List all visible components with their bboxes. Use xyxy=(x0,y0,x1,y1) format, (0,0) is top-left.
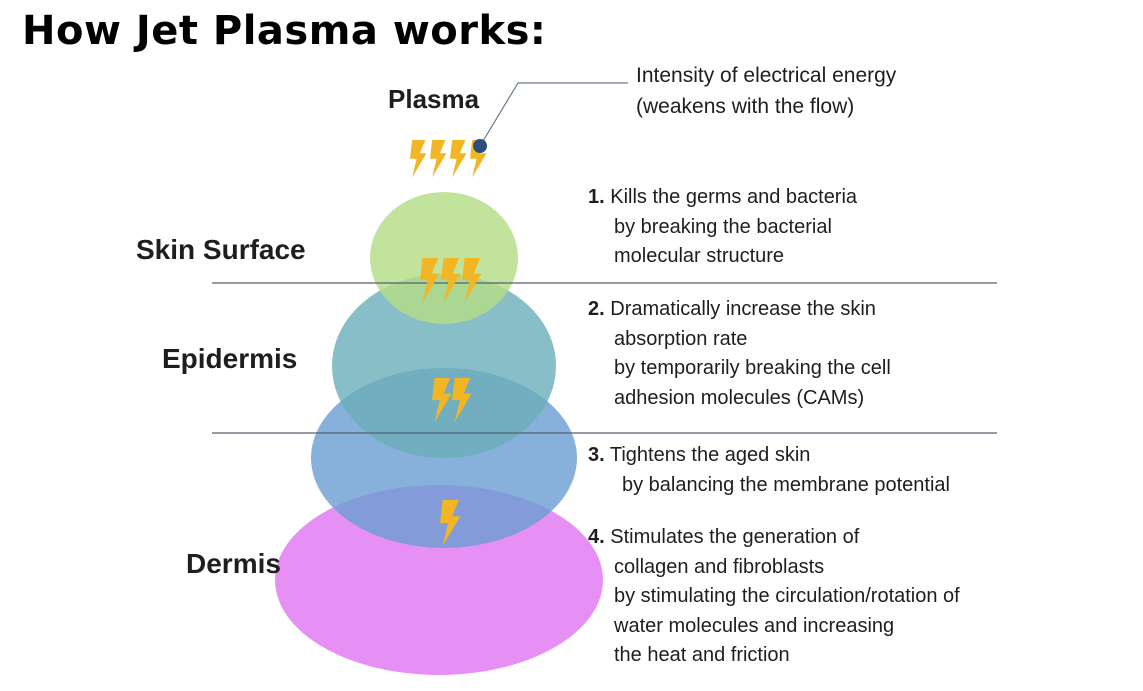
effect-line: adhesion molecules (CAMs) xyxy=(614,386,865,409)
effect-number: 2. xyxy=(588,298,605,320)
effect-line: absorption rate xyxy=(614,327,748,350)
effect-line: Tightens the aged skin xyxy=(609,444,811,466)
effect-number: 4. xyxy=(588,526,605,548)
effect-line: water molecules and increasing xyxy=(614,614,895,637)
label-dermis: Dermis xyxy=(186,548,281,579)
lightning-bolt-icon xyxy=(450,140,467,178)
effect-line: by temporarily breaking the cell xyxy=(614,357,891,379)
epidermis-circle xyxy=(332,274,556,458)
effect-line: by breaking the bacterial xyxy=(614,215,832,238)
effect-line: by balancing the membrane potential xyxy=(622,473,950,496)
effect-line: Kills the germs and bacteria xyxy=(610,186,858,208)
lightning-bolt-icon xyxy=(410,140,427,178)
effect-line: the heat and friction xyxy=(614,644,790,666)
label-skin-surface: Skin Surface xyxy=(136,234,306,265)
effect-1: 1. Kills the germs and bacteria by break… xyxy=(588,183,1128,272)
callout-line: Intensity of electrical energy xyxy=(636,64,897,87)
effect-4: 4. Stimulates the generation of collagen… xyxy=(588,523,1128,671)
energy-callout: Intensity of electrical energy (weakens … xyxy=(636,60,1056,122)
dermis-circle xyxy=(275,485,603,675)
effect-line: collagen and fibroblasts xyxy=(614,555,825,578)
effect-line: by stimulating the circulation/rotation … xyxy=(614,585,960,607)
effect-line: molecular structure xyxy=(614,245,785,267)
callout-dot xyxy=(473,139,487,153)
label-plasma: Plasma xyxy=(388,84,480,114)
effect-number: 1. xyxy=(588,186,605,208)
callout-line: (weakens with the flow) xyxy=(636,95,855,118)
label-epidermis: Epidermis xyxy=(162,343,298,374)
effect-number: 3. xyxy=(588,444,605,466)
effect-2: 2. Dramatically increase the skin absorp… xyxy=(588,295,1128,413)
effect-line: Stimulates the generation of xyxy=(610,526,860,548)
callout-leader-line xyxy=(479,82,628,147)
lightning-bolt-icon xyxy=(430,140,447,178)
page-title: How Jet Plasma works: xyxy=(22,8,547,54)
effect-3: 3. Tightens the aged skin by balancing t… xyxy=(588,441,1128,500)
effect-line: Dramatically increase the skin xyxy=(610,298,876,320)
